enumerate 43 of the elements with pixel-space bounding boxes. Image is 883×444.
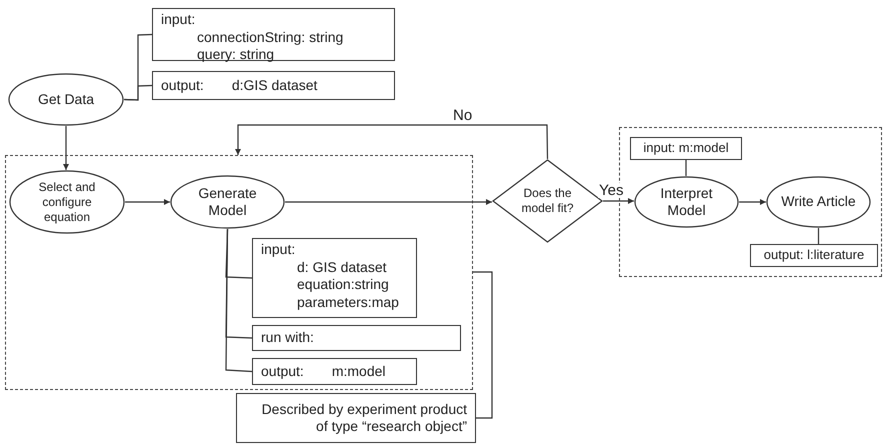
- process-ellipse: [766, 176, 871, 228]
- process-ellipse: [634, 176, 739, 228]
- process-ellipse: [8, 73, 124, 126]
- dashed-group-frame: [5, 155, 473, 390]
- info-box: [252, 238, 417, 318]
- connector-arrow: [739, 199, 766, 205]
- edge-label: Yes: [598, 183, 624, 198]
- node-label: Select and configure equation: [38, 180, 96, 224]
- connector-arrow: [285, 199, 492, 205]
- node-label: output: l:literature: [764, 247, 864, 264]
- info-box: [252, 358, 417, 385]
- info-box: [236, 393, 476, 443]
- node-label: query: string: [196, 46, 276, 64]
- node-label: d: GIS dataset: [296, 258, 388, 276]
- node-label: output:: [261, 362, 304, 380]
- info-box: [750, 244, 878, 267]
- process-ellipse: [9, 170, 125, 234]
- process-ellipse: [170, 175, 285, 229]
- node-label: Write Article: [781, 193, 856, 211]
- node-label: input:: [261, 241, 296, 258]
- info-box: [152, 71, 395, 100]
- node-label: Interpret Model: [659, 184, 714, 220]
- edge-label: No: [452, 108, 474, 123]
- connector-arrow: [125, 199, 170, 205]
- connector-arrow: [63, 126, 69, 170]
- node-label: output:: [161, 76, 204, 94]
- connector-arrow: [603, 198, 634, 204]
- info-box: [252, 325, 461, 351]
- node-label: Described by experiment product of type “research object”: [260, 400, 467, 436]
- node-label: run with:: [261, 329, 314, 347]
- node-label: Does the model fit?: [520, 186, 575, 216]
- node-label: input: m:model: [643, 140, 729, 157]
- node-label: Generate Model: [197, 184, 258, 220]
- info-box: [630, 137, 742, 160]
- node-label: Get Data: [38, 90, 94, 108]
- node-label: input:: [161, 11, 196, 28]
- connector-arrow: [235, 124, 548, 159]
- node-label: d:GIS dataset: [232, 76, 318, 94]
- info-box: [152, 8, 395, 61]
- node-label: connectionString: string: [196, 28, 344, 46]
- node-label: m:model: [332, 362, 386, 380]
- node-label: equation:string: [296, 276, 390, 294]
- node-label: parameters:map: [296, 294, 400, 311]
